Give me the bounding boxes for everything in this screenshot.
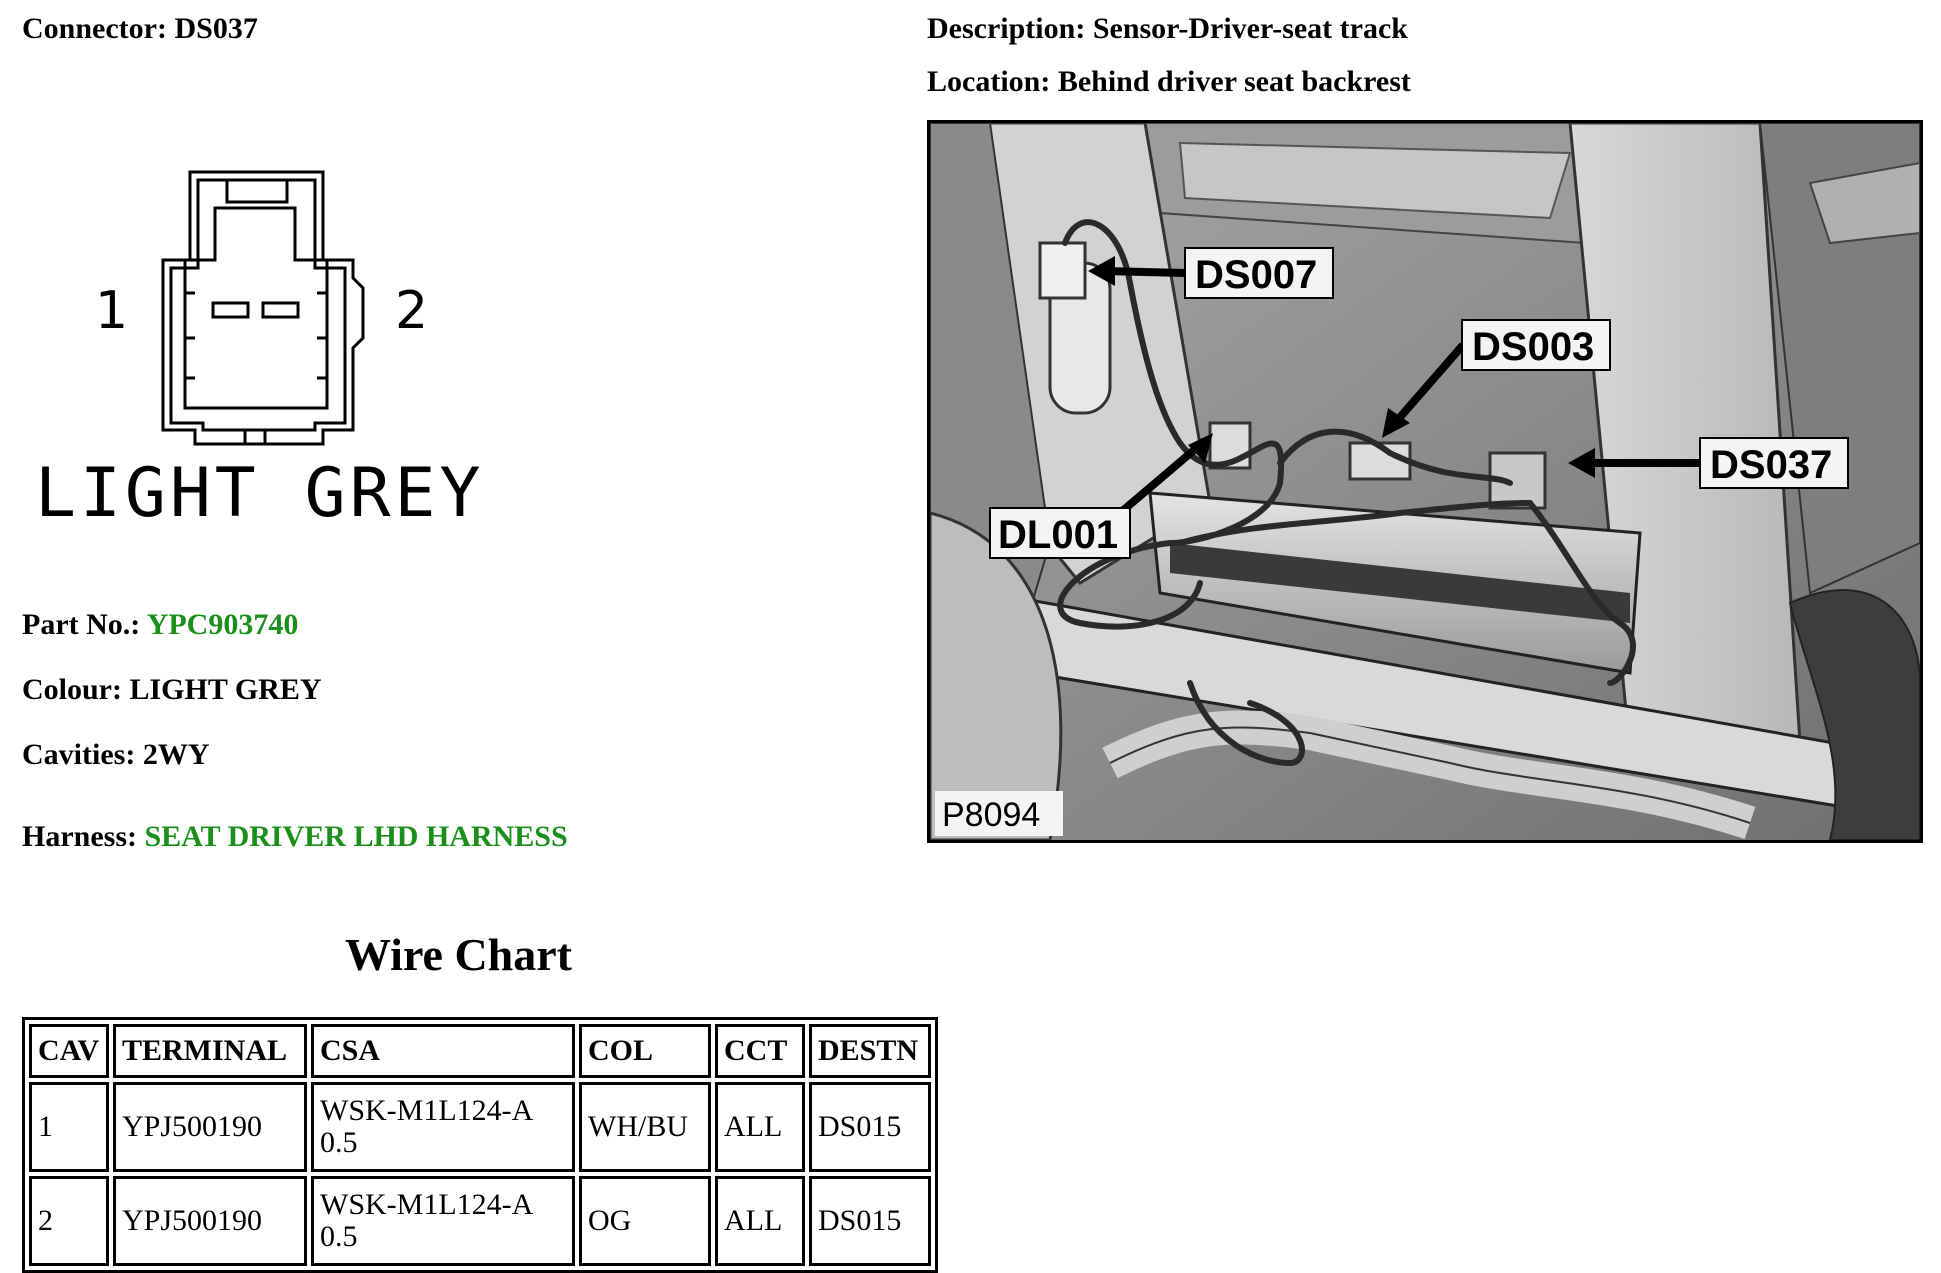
- cell-col: WH/BU: [579, 1082, 711, 1172]
- cell-terminal: YPJ500190: [113, 1082, 307, 1172]
- cell-csa-size: 0.5: [320, 1220, 358, 1253]
- column-header-terminal: TERMINAL: [113, 1024, 307, 1078]
- description-value: Sensor-Driver-seat track: [1092, 12, 1408, 45]
- cell-csa: WSK-M1L124-A 0.5: [311, 1176, 575, 1266]
- location-photo-illustration: DS007 DS003 DS037 DL001 P8094: [930, 123, 1920, 840]
- description-heading: Description: Sensor-Driver-seat track: [927, 12, 1408, 46]
- part-number-link[interactable]: YPC903740: [146, 608, 299, 641]
- connector-bottom-tab: [243, 428, 267, 446]
- cell-destn: DS015: [809, 1176, 931, 1266]
- cavities-value: 2WY: [142, 738, 210, 771]
- cell-cav: 1: [29, 1082, 109, 1172]
- connector-cavity-body: [183, 206, 329, 410]
- location-label: Location:: [927, 65, 1051, 98]
- wire-chart-title: Wire Chart: [345, 929, 572, 980]
- cell-csa: WSK-M1L124-A 0.5: [311, 1082, 575, 1172]
- column-header-destn: DESTN: [809, 1024, 931, 1078]
- callout-ds003: DS003: [1472, 325, 1594, 369]
- connector-key-right: [317, 291, 327, 380]
- harness-label: Harness:: [22, 820, 137, 853]
- cavities-line: Cavities: 2WY: [22, 738, 209, 772]
- column-header-col: COL: [579, 1024, 711, 1078]
- column-header-cav: CAV: [29, 1024, 109, 1078]
- colour-value: LIGHT GREY: [129, 673, 322, 706]
- colour-line: Colour: LIGHT GREY: [22, 673, 322, 707]
- location-value: Behind driver seat backrest: [1057, 65, 1411, 98]
- connector-colour-caption: LIGHT GREY: [35, 454, 485, 533]
- table-row: 1 YPJ500190 WSK-M1L124-A 0.5 WH/BU ALL D…: [29, 1082, 931, 1172]
- wire-chart-table: CAV TERMINAL CSA COL CCT DESTN 1 YPJ5001…: [22, 1017, 938, 1273]
- connector-housing-inner: [169, 178, 347, 432]
- description-label: Description:: [927, 12, 1086, 45]
- connector-key-left: [185, 291, 195, 380]
- callout-ds037: DS037: [1710, 443, 1832, 487]
- connector-label: Connector:: [22, 12, 167, 45]
- connector-latch: [225, 178, 289, 204]
- connector-housing-outer: [161, 170, 365, 446]
- table-header-row: CAV TERMINAL CSA COL CCT DESTN: [29, 1024, 931, 1078]
- cell-csa-spec: WSK-M1L124-A: [320, 1188, 534, 1221]
- cell-destn: DS015: [809, 1082, 931, 1172]
- part-number-line: Part No.: YPC903740: [22, 608, 298, 642]
- cell-csa-spec: WSK-M1L124-A: [320, 1094, 534, 1127]
- column-header-csa: CSA: [311, 1024, 575, 1078]
- connector-id: DS037: [174, 12, 258, 45]
- connector-face-diagram: 1 2: [95, 170, 428, 446]
- pin-label-2: 2: [395, 281, 428, 341]
- cell-cct: ALL: [715, 1176, 805, 1266]
- column-header-cct: CCT: [715, 1024, 805, 1078]
- cavities-label: Cavities:: [22, 738, 136, 771]
- cavity-slot-1: [211, 301, 250, 319]
- part-number-label: Part No.:: [22, 608, 141, 641]
- harness-link[interactable]: SEAT DRIVER LHD HARNESS: [144, 820, 568, 853]
- callout-dl001: DL001: [998, 513, 1118, 557]
- figure-id: P8094: [942, 796, 1040, 834]
- harness-line: Harness: SEAT DRIVER LHD HARNESS: [22, 820, 568, 854]
- cell-cct: ALL: [715, 1082, 805, 1172]
- cell-col: OG: [579, 1176, 711, 1266]
- connector-heading: Connector: DS037: [22, 12, 258, 46]
- colour-label: Colour:: [22, 673, 122, 706]
- location-photo: DS007 DS003 DS037 DL001 P8094: [927, 120, 1923, 843]
- pin-label-1: 1: [95, 281, 128, 341]
- table-row: 2 YPJ500190 WSK-M1L124-A 0.5 OG ALL DS01…: [29, 1176, 931, 1266]
- location-heading: Location: Behind driver seat backrest: [927, 65, 1411, 99]
- callout-ds007: DS007: [1195, 253, 1317, 297]
- cell-terminal: YPJ500190: [113, 1176, 307, 1266]
- cell-cav: 2: [29, 1176, 109, 1266]
- cavity-slot-2: [261, 301, 300, 319]
- cell-csa-size: 0.5: [320, 1126, 358, 1159]
